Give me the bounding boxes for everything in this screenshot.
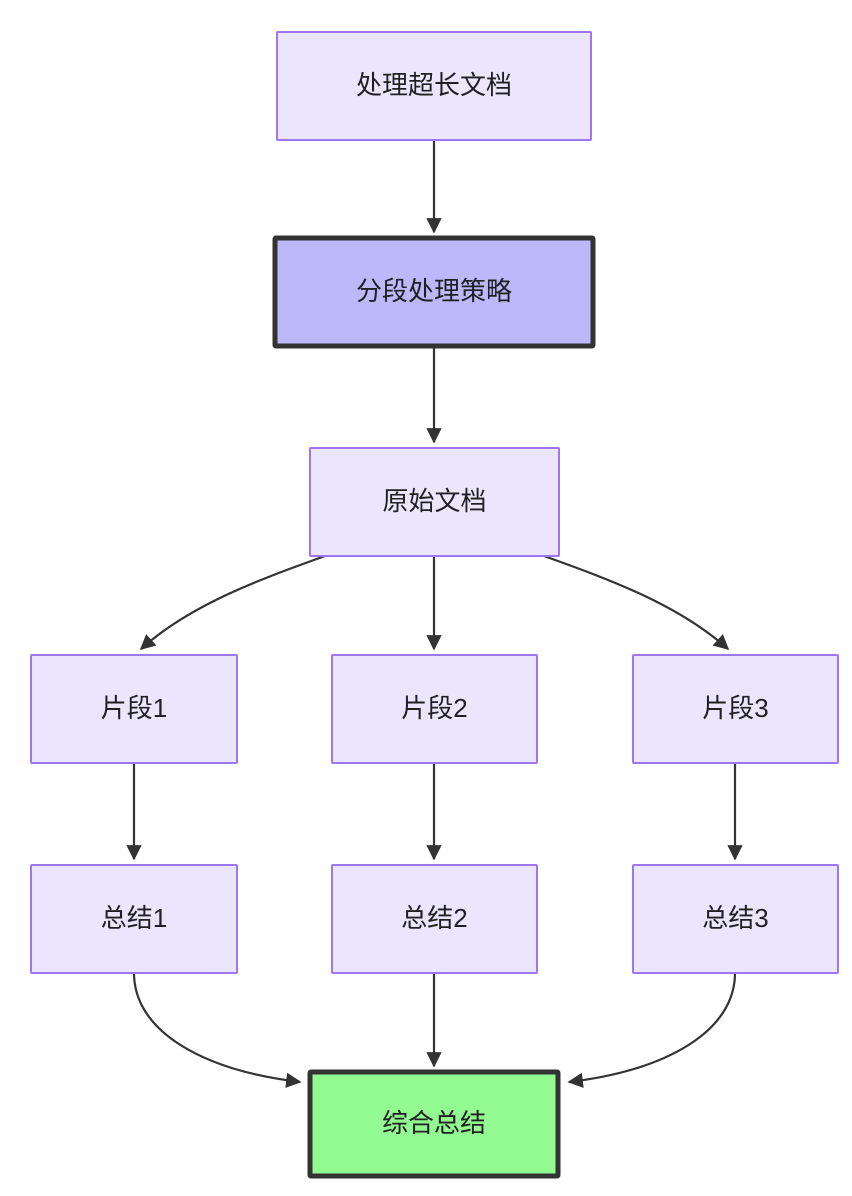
node-summary-1[interactable]: 总结1 [30, 864, 238, 974]
edge-hit-area[interactable] [544, 556, 728, 649]
node-box-source-doc[interactable] [309, 447, 560, 557]
node-fragment-3[interactable]: 片段3 [632, 654, 839, 764]
node-box-fragment-2[interactable] [331, 654, 538, 764]
node-final-summary[interactable]: 综合总结 [307, 1069, 561, 1179]
edge-source-doc-to-fragment-3[interactable] [543, 554, 730, 651]
node-box-summary-1[interactable] [30, 864, 238, 974]
node-box-chunk-策略[interactable] [272, 235, 596, 349]
edge-line [543, 554, 730, 651]
node-source-doc[interactable]: 原始文档 [309, 447, 560, 557]
node-chunk-策略[interactable]: 分段处理策略 [272, 235, 596, 349]
edges-layer [126, 140, 743, 1088]
edge-line [567, 972, 737, 1088]
edge-source-doc-to-fragment-1[interactable] [139, 554, 326, 651]
node-box-fragment-1[interactable] [30, 654, 238, 764]
node-fragment-2[interactable]: 片段2 [331, 654, 538, 764]
edge-line [139, 554, 326, 651]
node-long-doc[interactable]: 处理超长文档 [276, 31, 592, 141]
edge-summary-3-to-final-summary[interactable] [567, 972, 737, 1088]
node-box-summary-3[interactable] [632, 864, 839, 974]
edge-hit-area[interactable] [141, 556, 325, 649]
edge-summary-1-to-final-summary[interactable] [132, 972, 302, 1088]
node-box-long-doc[interactable] [276, 31, 592, 141]
node-box-fragment-3[interactable] [632, 654, 839, 764]
node-summary-2[interactable]: 总结2 [331, 864, 538, 974]
edge-line [132, 972, 302, 1088]
node-box-summary-2[interactable] [331, 864, 538, 974]
node-fragment-1[interactable]: 片段1 [30, 654, 238, 764]
node-box-final-summary[interactable] [307, 1069, 561, 1179]
node-summary-3[interactable]: 总结3 [632, 864, 839, 974]
